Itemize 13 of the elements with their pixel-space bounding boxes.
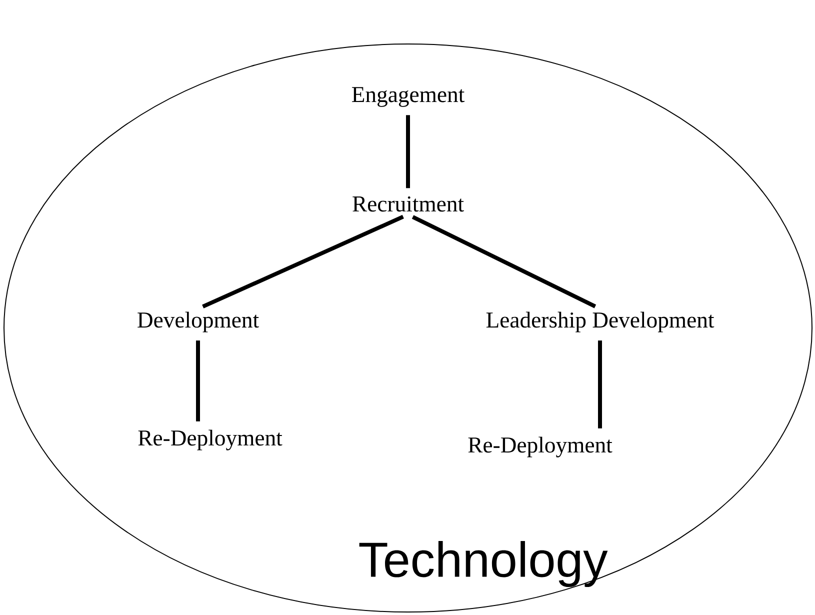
ellipse [4,44,812,612]
node-label: Recruitment [352,196,464,212]
node-label: Re-Deployment [138,430,282,450]
connector-line [412,215,596,308]
node-label: Re-Deployment [468,436,612,458]
ellipse-label: Technology [359,541,608,587]
connector-line [196,340,200,422]
connector-line [598,340,602,428]
connector-line [406,115,410,188]
node-label: Leadership Development [486,312,714,332]
node-label: Engagement [352,87,465,107]
connector-line [202,214,404,308]
node-label: Development [138,312,259,332]
